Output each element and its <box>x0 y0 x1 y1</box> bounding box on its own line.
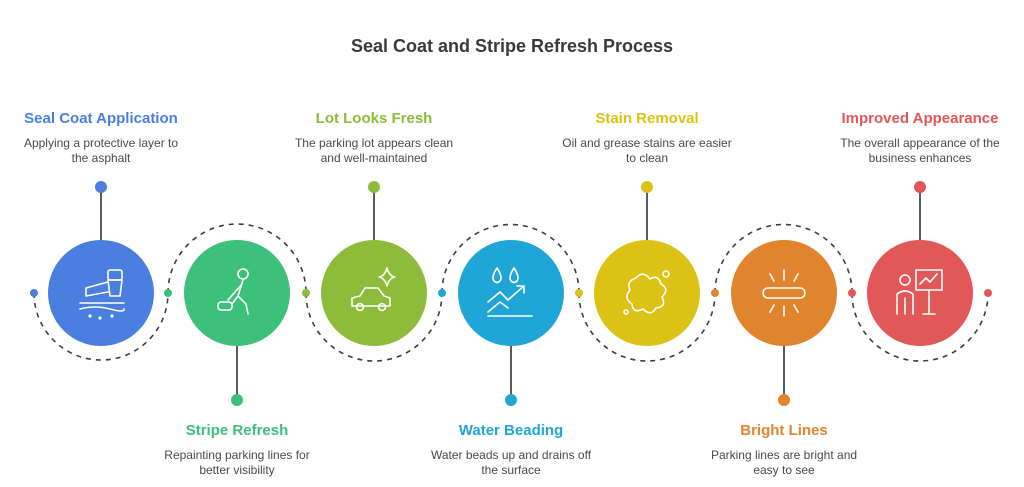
stem-dot <box>778 394 790 406</box>
step-seal-coat-application <box>30 181 154 346</box>
connector-dot <box>848 289 856 297</box>
connector-dot <box>575 289 583 297</box>
step-description: Repainting parking lines for better visi… <box>164 448 310 477</box>
step-title: Stain Removal <box>595 110 699 127</box>
arc-connector <box>305 292 443 362</box>
step-circle <box>321 240 427 346</box>
step-description: Oil and grease stains are easier to clea… <box>562 136 732 165</box>
step-title: Stripe Refresh <box>185 422 289 439</box>
step-circle <box>867 240 973 346</box>
step-improved-appearance <box>848 181 992 346</box>
stem-dot <box>914 181 926 193</box>
step-label-bright-lines: Bright Lines Parking lines are bright an… <box>684 422 884 478</box>
connector-dot <box>438 289 446 297</box>
step-circle <box>594 240 700 346</box>
step-title: Bright Lines <box>740 422 828 439</box>
stem-dot <box>505 394 517 406</box>
presentation-growth-icon <box>896 269 943 315</box>
stem-dot <box>231 394 243 406</box>
connector-dot <box>302 289 310 297</box>
step-description: The parking lot appears clean and well-m… <box>294 136 454 165</box>
arc-connector <box>714 223 853 294</box>
step-description: Water beads up and drains off the surfac… <box>430 448 592 477</box>
step-label-water-beading: Water Beading Water beads up and drains … <box>411 422 611 478</box>
stem-dot <box>95 181 107 193</box>
step-description: Applying a protective layer to the aspha… <box>23 136 179 165</box>
step-title: Water Beading <box>458 422 564 439</box>
connector-dot <box>30 289 38 297</box>
step-title: Lot Looks Fresh <box>315 110 433 127</box>
step-label-improved-appearance: Improved Appearance The overall appearan… <box>820 110 1020 166</box>
bright-line-icon <box>762 269 806 317</box>
step-label-stain-removal: Stain Removal Oil and grease stains are … <box>547 110 747 166</box>
arc-connector <box>851 292 989 362</box>
person-painting-lines-icon <box>217 268 249 315</box>
step-label-stripe-refresh: Stripe Refresh Repainting parking lines … <box>137 422 337 478</box>
step-title: Improved Appearance <box>841 110 999 127</box>
connector-dot <box>984 289 992 297</box>
diagram-title: Seal Coat and Stripe Refresh Process <box>350 36 674 56</box>
stain-splash-icon <box>623 270 670 315</box>
step-description: Parking lines are bright and easy to see <box>710 448 858 477</box>
step-stain-removal <box>575 181 700 346</box>
arc-connector <box>441 223 580 294</box>
step-stripe-refresh <box>164 240 290 406</box>
step-lot-looks-fresh <box>302 181 427 346</box>
stem-dot <box>641 181 653 193</box>
step-water-beading <box>438 240 564 406</box>
dashed-connectors <box>33 223 989 362</box>
step-circle <box>731 240 837 346</box>
connector-dot <box>711 289 719 297</box>
arc-connector <box>578 292 716 362</box>
step-bright-lines <box>711 240 837 406</box>
connector-dot <box>164 289 172 297</box>
step-label-seal-coat-application: Seal Coat Application Applying a protect… <box>1 110 201 166</box>
step-circle <box>458 240 564 346</box>
car-sparkle-icon <box>351 267 396 312</box>
water-drops-icon <box>487 267 533 317</box>
stem-dot <box>368 181 380 193</box>
step-circle <box>184 240 290 346</box>
step-description: The overall appearance of the business e… <box>840 136 1000 165</box>
arc-connector <box>33 292 169 361</box>
arc-connector <box>167 223 307 294</box>
step-title: Seal Coat Application <box>24 110 178 127</box>
step-label-lot-looks-fresh: Lot Looks Fresh The parking lot appears … <box>274 110 474 166</box>
seal-coat-sprayer-icon <box>79 269 125 320</box>
